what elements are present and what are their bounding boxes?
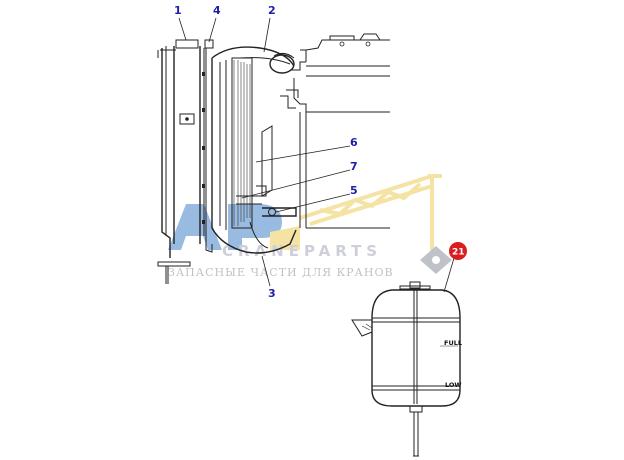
engine-block: [280, 33, 390, 229]
callout-5[interactable]: 5: [350, 184, 358, 197]
expansion-tank: FULL LOW: [351, 281, 462, 457]
lower-hose: [262, 207, 297, 217]
watermark-tagline: ЗАПАСНЫЕ ЧАСТИ ДЛЯ КРАНОВ: [168, 266, 394, 279]
tank-cap: [409, 281, 421, 289]
upper-hose-fitting: [269, 54, 295, 74]
leader-lines: [178, 17, 455, 293]
tank-low-label: LOW: [445, 381, 462, 389]
radiator-plate: [179, 113, 195, 125]
tank-full-label: FULL: [444, 339, 462, 347]
fan: [231, 57, 253, 229]
fan-blades: [233, 60, 251, 226]
radiator-base-bracket: [157, 261, 191, 267]
callout-21-badge[interactable]: 21: [449, 242, 467, 260]
callout-1[interactable]: 1: [174, 4, 182, 17]
radiator-assembly: [157, 33, 390, 284]
callout-4[interactable]: 4: [213, 4, 221, 17]
callout-3[interactable]: 3: [268, 287, 276, 300]
callout-2[interactable]: 2: [268, 4, 276, 17]
radiator-cap-1: [175, 39, 199, 49]
watermark-brand: CRANEPARTS: [222, 242, 382, 260]
watermark-emblem-icon: [420, 246, 452, 274]
callout-6[interactable]: 6: [350, 136, 358, 149]
callout-7[interactable]: 7: [350, 160, 358, 173]
tank-inlet: [351, 319, 373, 337]
tank-outlet: [409, 405, 423, 413]
radiator-cap-4: [204, 39, 214, 49]
callout-21: 21: [452, 248, 465, 258]
fan-shroud-top: [211, 46, 295, 67]
watermark: CRANEPARTS ЗАПАСНЫЕ ЧАСТИ ДЛЯ КРАНОВ: [168, 174, 452, 279]
callouts: 1 4 2 6 7 5 3 21: [174, 4, 467, 300]
